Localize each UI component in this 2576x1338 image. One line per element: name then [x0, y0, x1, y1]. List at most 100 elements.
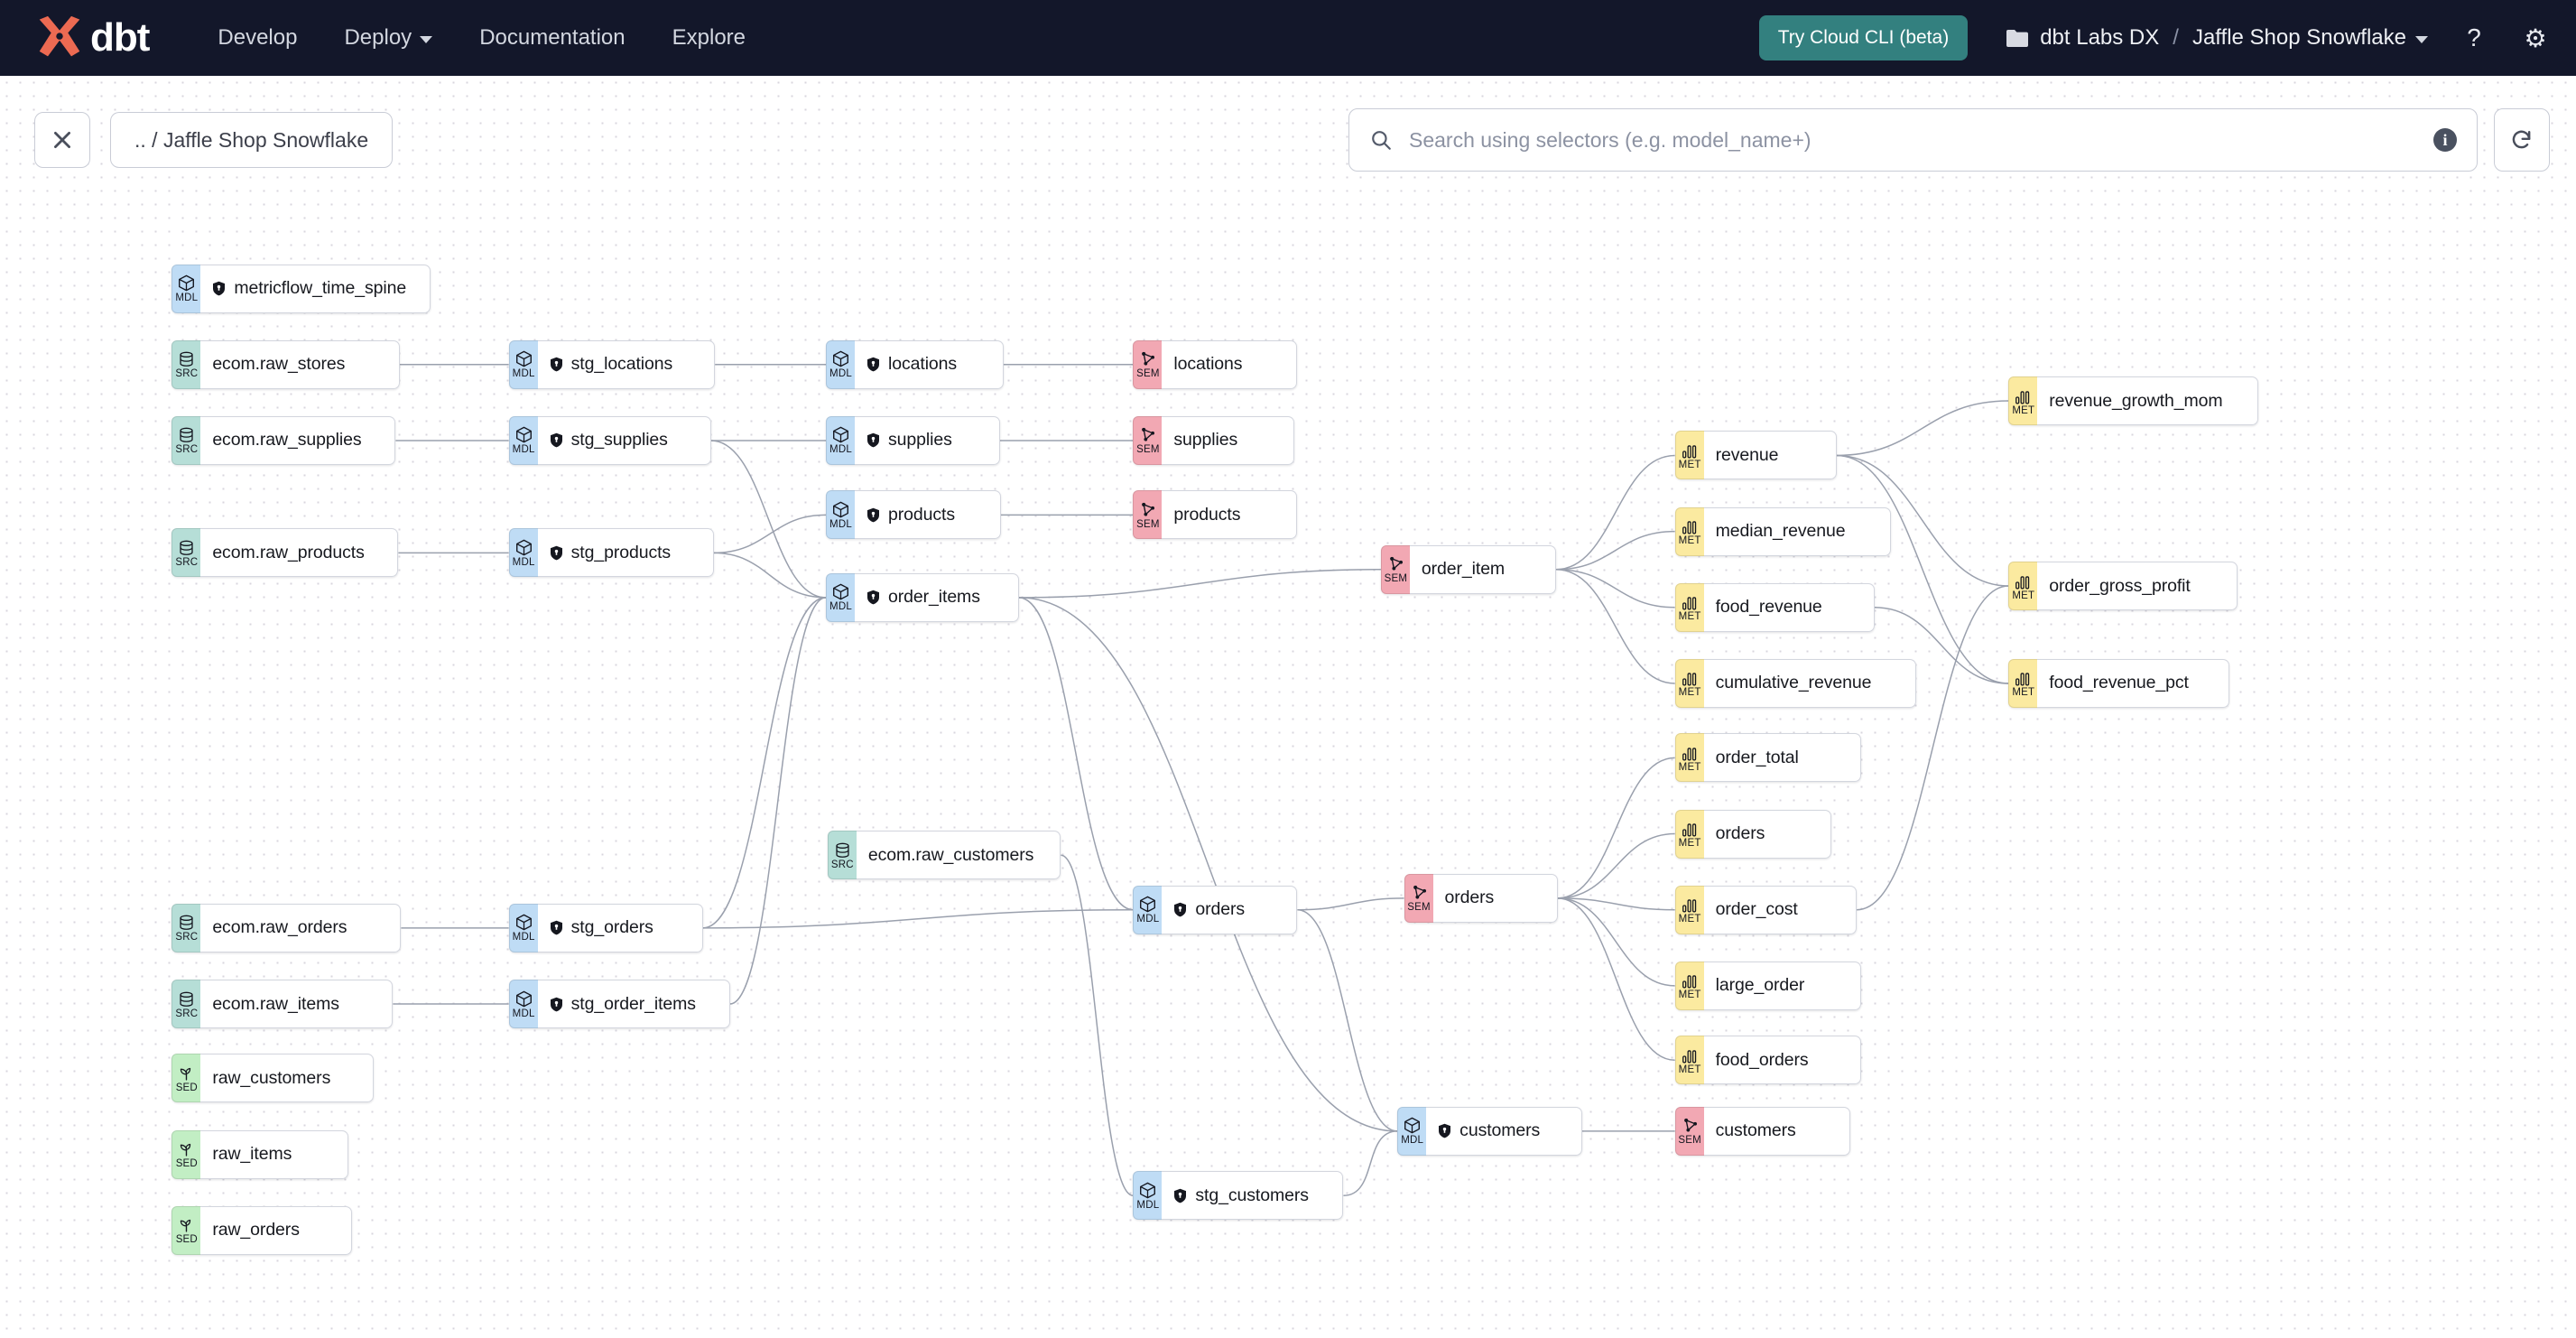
- account-project-breadcrumb: dbt Labs DX / Jaffle Shop Snowflake: [2006, 25, 2428, 51]
- help-icon[interactable]: ?: [2467, 23, 2481, 51]
- search-bar[interactable]: Search using selectors (e.g. model_name+…: [1348, 108, 2478, 172]
- mdl-icon: [515, 990, 533, 1008]
- node-type-badge-met: MET: [2008, 658, 2038, 708]
- node-label: order_gross_profit: [2049, 575, 2191, 596]
- node-label: orders: [1195, 899, 1246, 920]
- refresh-button[interactable]: [2494, 108, 2550, 172]
- node-body: customers: [1703, 1106, 1850, 1156]
- nav-link-explore[interactable]: Explore: [649, 0, 769, 76]
- graph-breadcrumb[interactable]: .. / Jaffle Shop Snowflake: [110, 112, 394, 168]
- search-input[interactable]: Search using selectors (e.g. model_name+…: [1409, 127, 1812, 152]
- node-type-badge-met: MET: [2008, 562, 2038, 611]
- node-type-code: SEM: [1136, 368, 1160, 380]
- node-type-badge-mdl: MDL: [508, 415, 538, 465]
- close-icon: [54, 132, 70, 148]
- node-body: ecom.raw_supplies: [200, 415, 396, 465]
- node-body: orders: [1432, 873, 1558, 923]
- dbt-logo-text: dbt: [90, 15, 150, 60]
- dbt-logo[interactable]: dbt: [34, 14, 150, 61]
- node-type-code: MDL: [512, 368, 535, 380]
- nav-link-deploy[interactable]: Deploy: [320, 0, 456, 76]
- nav-link-documentation[interactable]: Documentation: [456, 0, 648, 76]
- lineage-edge: [729, 597, 827, 1005]
- node-type-badge-met: MET: [1674, 1036, 1704, 1085]
- nav-link-develop-label: Develop: [218, 25, 298, 50]
- nav-link-develop[interactable]: Develop: [194, 0, 320, 76]
- node-type-code: SRC: [175, 932, 199, 943]
- node-type-code: MET: [2012, 590, 2035, 601]
- chevron-down-icon: [420, 35, 433, 43]
- node-label: raw_customers: [212, 1067, 331, 1088]
- info-icon[interactable]: i: [2433, 128, 2457, 152]
- account-name[interactable]: dbt Labs DX: [2040, 25, 2160, 50]
- node-type-badge-mdl: MDL: [826, 572, 855, 622]
- node-body: food_revenue: [1703, 582, 1875, 632]
- shield-icon: [1174, 902, 1187, 917]
- node-type-code: MDL: [512, 444, 535, 456]
- node-label: cumulative_revenue: [1715, 673, 1872, 693]
- lineage-edge: [1557, 897, 1675, 1061]
- graph-node-met_cumulative_revenue[interactable]: MET cumulative_revenue: [1674, 658, 1917, 708]
- lineage-edge: [702, 597, 827, 929]
- node-type-badge-mdl: MDL: [171, 264, 201, 313]
- shield-icon: [867, 507, 879, 523]
- node-label: order_item: [1421, 559, 1506, 580]
- node-body: raw_customers: [200, 1054, 375, 1103]
- node-body: stg_locations: [537, 339, 716, 389]
- node-type-badge-met: MET: [1674, 658, 1704, 708]
- mdl-icon: [515, 913, 533, 931]
- node-body: customers: [1426, 1106, 1582, 1156]
- close-button[interactable]: [34, 112, 90, 168]
- project-selector[interactable]: Jaffle Shop Snowflake: [2192, 25, 2428, 51]
- try-cloud-cli-button[interactable]: Try Cloud CLI (beta): [1758, 15, 1969, 60]
- node-type-code: SRC: [175, 556, 199, 568]
- shield-icon: [213, 281, 226, 296]
- shield-icon: [867, 357, 879, 372]
- gear-icon[interactable]: ⚙: [2524, 23, 2547, 52]
- nav-link-deploy-label: Deploy: [344, 25, 412, 50]
- src-icon: [178, 913, 195, 931]
- node-type-code: SED: [175, 1234, 198, 1246]
- node-type-code: MET: [1678, 914, 1701, 925]
- graph-node-met_order_gross_profit[interactable]: MET order_gross_profit: [2008, 562, 2238, 611]
